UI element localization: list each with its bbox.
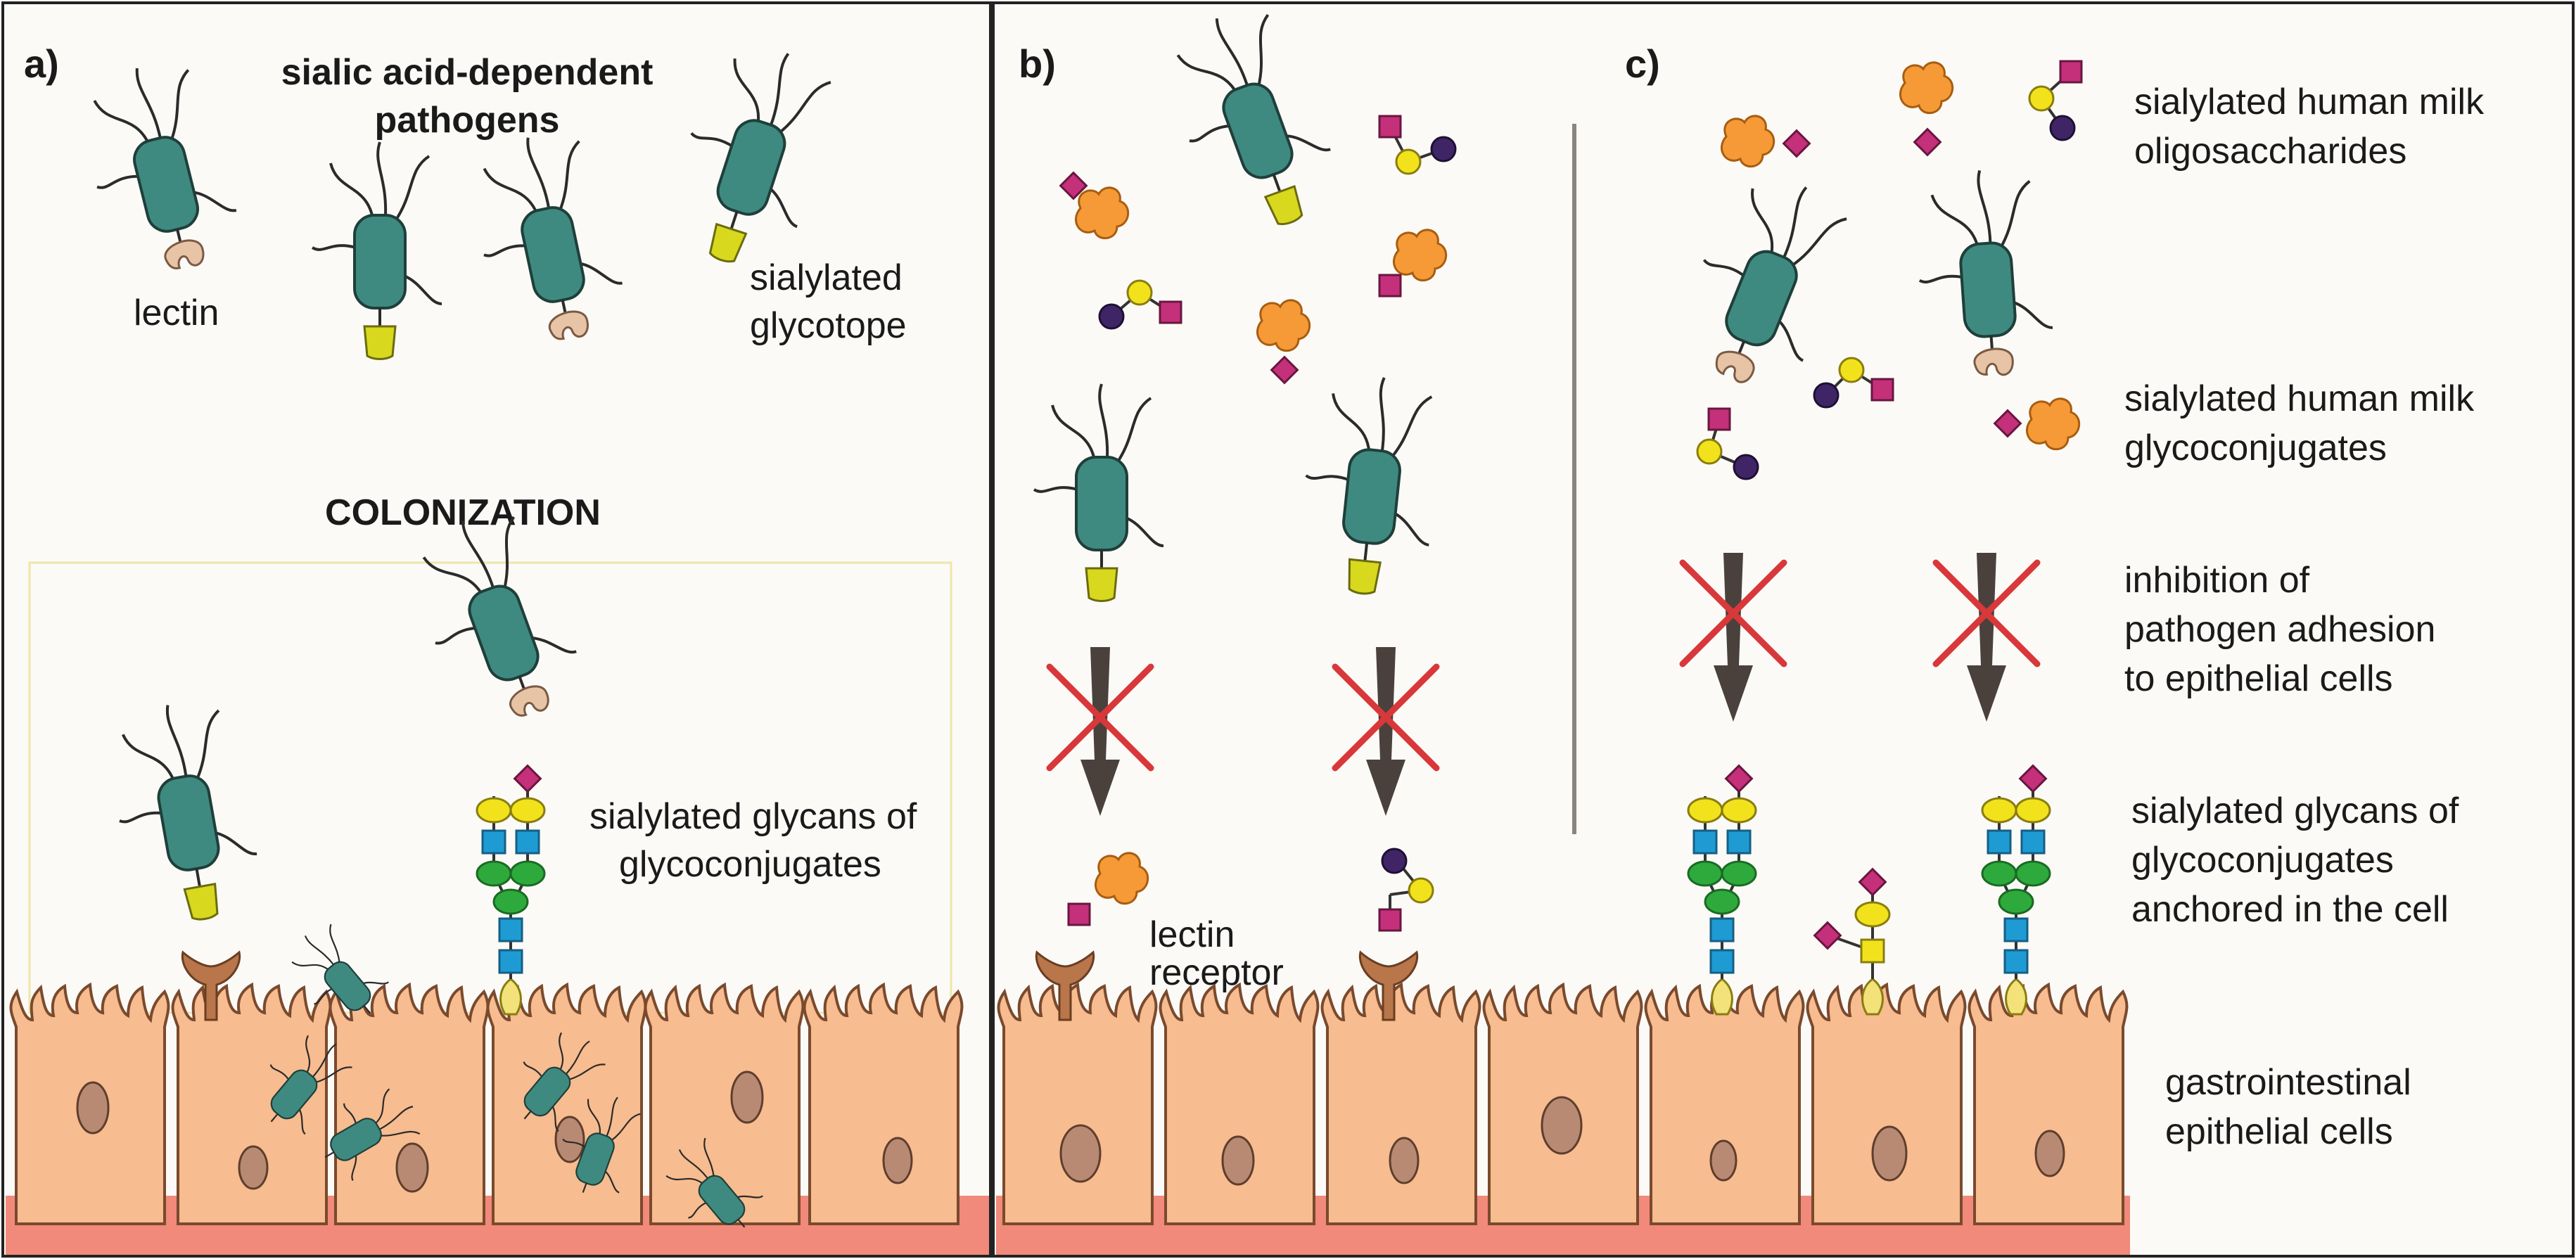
trisaccharide-b-1 — [1098, 279, 1182, 330]
anchored-label-line1: sialylated glycans of — [2131, 791, 2459, 831]
hmo-label-line1: sialylated human milk — [2134, 82, 2485, 122]
inhibition-label-line1: inhibition of — [2124, 560, 2310, 601]
glycotope-label-line1: sialylated — [750, 257, 903, 298]
hmo-label-line2: oligosaccharides — [2134, 131, 2406, 172]
panel-a-letter: a) — [24, 41, 59, 86]
trisaccharide-c-3 — [1813, 357, 1894, 409]
panel-b-letter: b) — [1019, 41, 1056, 86]
epithelial-label-line1: gastrointestinal — [2165, 1062, 2411, 1103]
trisaccharide-c-2 — [1696, 407, 1759, 480]
glycans-label-line1: sialylated glycans of — [589, 796, 917, 837]
glycoconj-label-line2: glycoconjugates — [2124, 428, 2387, 468]
panel-c-letter: c) — [1625, 41, 1660, 86]
pathogens-title-line2: pathogens — [375, 100, 560, 141]
epithelium-a — [9, 983, 964, 1225]
lectin-label: lectin — [134, 293, 219, 333]
pathogens-title-line1: sialic acid-dependent — [281, 52, 653, 93]
receptor-label-line2: receptor — [1149, 952, 1284, 993]
receptor-bound-trisaccharide-b — [1378, 848, 1434, 932]
anchored-short-glycan-c — [1813, 868, 1891, 1016]
receptor-label-line1: lectin — [1149, 914, 1235, 955]
anchored-label-line2: glycoconjugates — [2131, 840, 2394, 881]
glycotope-label-line2: glycotope — [750, 305, 907, 346]
anchored-label-line3: anchored in the cell — [2131, 889, 2449, 930]
epithelial-label-line2: epithelial cells — [2165, 1111, 2393, 1152]
inhibition-label-line2: pathogen adhesion — [2124, 609, 2435, 650]
glycoconj-label-line1: sialylated human milk — [2124, 378, 2475, 419]
trisaccharide-b-2 — [1378, 115, 1457, 175]
epithelium-bc — [997, 983, 2129, 1225]
glycans-label-line2: glycoconjugates — [619, 844, 881, 885]
inhibition-label-line3: to epithelial cells — [2124, 658, 2393, 699]
trisaccharide-c-1 — [2028, 60, 2083, 141]
